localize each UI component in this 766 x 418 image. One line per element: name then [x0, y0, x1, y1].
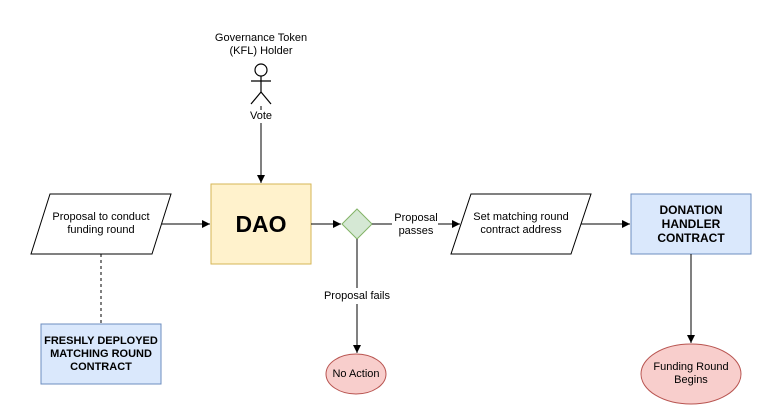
proposal-shape [30, 193, 172, 255]
decision-diamond [341, 208, 373, 240]
funding-begins-line1: Funding Round [653, 361, 729, 373]
donation-handler-shape [630, 193, 752, 255]
passes-label: Proposal passes [388, 212, 444, 238]
donation-handler-line3: CONTRACT [657, 231, 725, 245]
donation-handler-line2: HANDLER [661, 217, 721, 231]
passes-label-line1: Proposal [394, 212, 438, 224]
proposal-label: Proposal to conduct funding round [38, 211, 164, 237]
set-address-label-line1: Set matching round [473, 211, 569, 223]
proposal-label-line1: Proposal to conduct [52, 211, 150, 223]
set-address-label: Set matching round contract address [458, 211, 584, 237]
no-action-label-text: No Action [332, 368, 380, 380]
dao-shape [210, 183, 312, 265]
passes-label-line2: passes [398, 225, 434, 237]
set-address-label-line2: contract address [480, 224, 562, 236]
no-action-shape [325, 353, 387, 395]
vote-label-text: Vote [249, 110, 273, 122]
fails-label-text: Proposal fails [323, 290, 391, 302]
funding-begins-shape [640, 343, 742, 405]
funding-begins-line2: Begins [674, 374, 708, 386]
actor-icon [250, 63, 272, 105]
proposal-label-line2: funding round [67, 224, 135, 236]
matching-round-line2: MATCHING ROUND [50, 347, 152, 360]
donation-handler-label: DONATION HANDLER CONTRACT [631, 194, 751, 254]
vote-label: Vote [245, 110, 277, 123]
matching-round-shape [40, 323, 162, 385]
donation-handler-line1: DONATION [659, 203, 723, 217]
no-action-label: No Action [326, 354, 386, 394]
funding-begins-label: Funding Round Begins [641, 344, 741, 404]
matching-round-line1: FRESHLY DEPLOYED [44, 334, 158, 347]
actor-label-line1: Governance Token [214, 32, 308, 44]
dao-label-text: DAO [235, 210, 287, 237]
actor-label: Governance Token (KFL) Holder [191, 32, 331, 58]
dao-label: DAO [211, 184, 311, 264]
actor-label-line2: (KFL) Holder [229, 45, 293, 57]
set-address-shape [450, 193, 592, 255]
fails-label: Proposal fails [316, 290, 398, 303]
matching-round-label: FRESHLY DEPLOYED MATCHING ROUND CONTRACT [41, 324, 161, 384]
matching-round-line3: CONTRACT [70, 360, 132, 373]
